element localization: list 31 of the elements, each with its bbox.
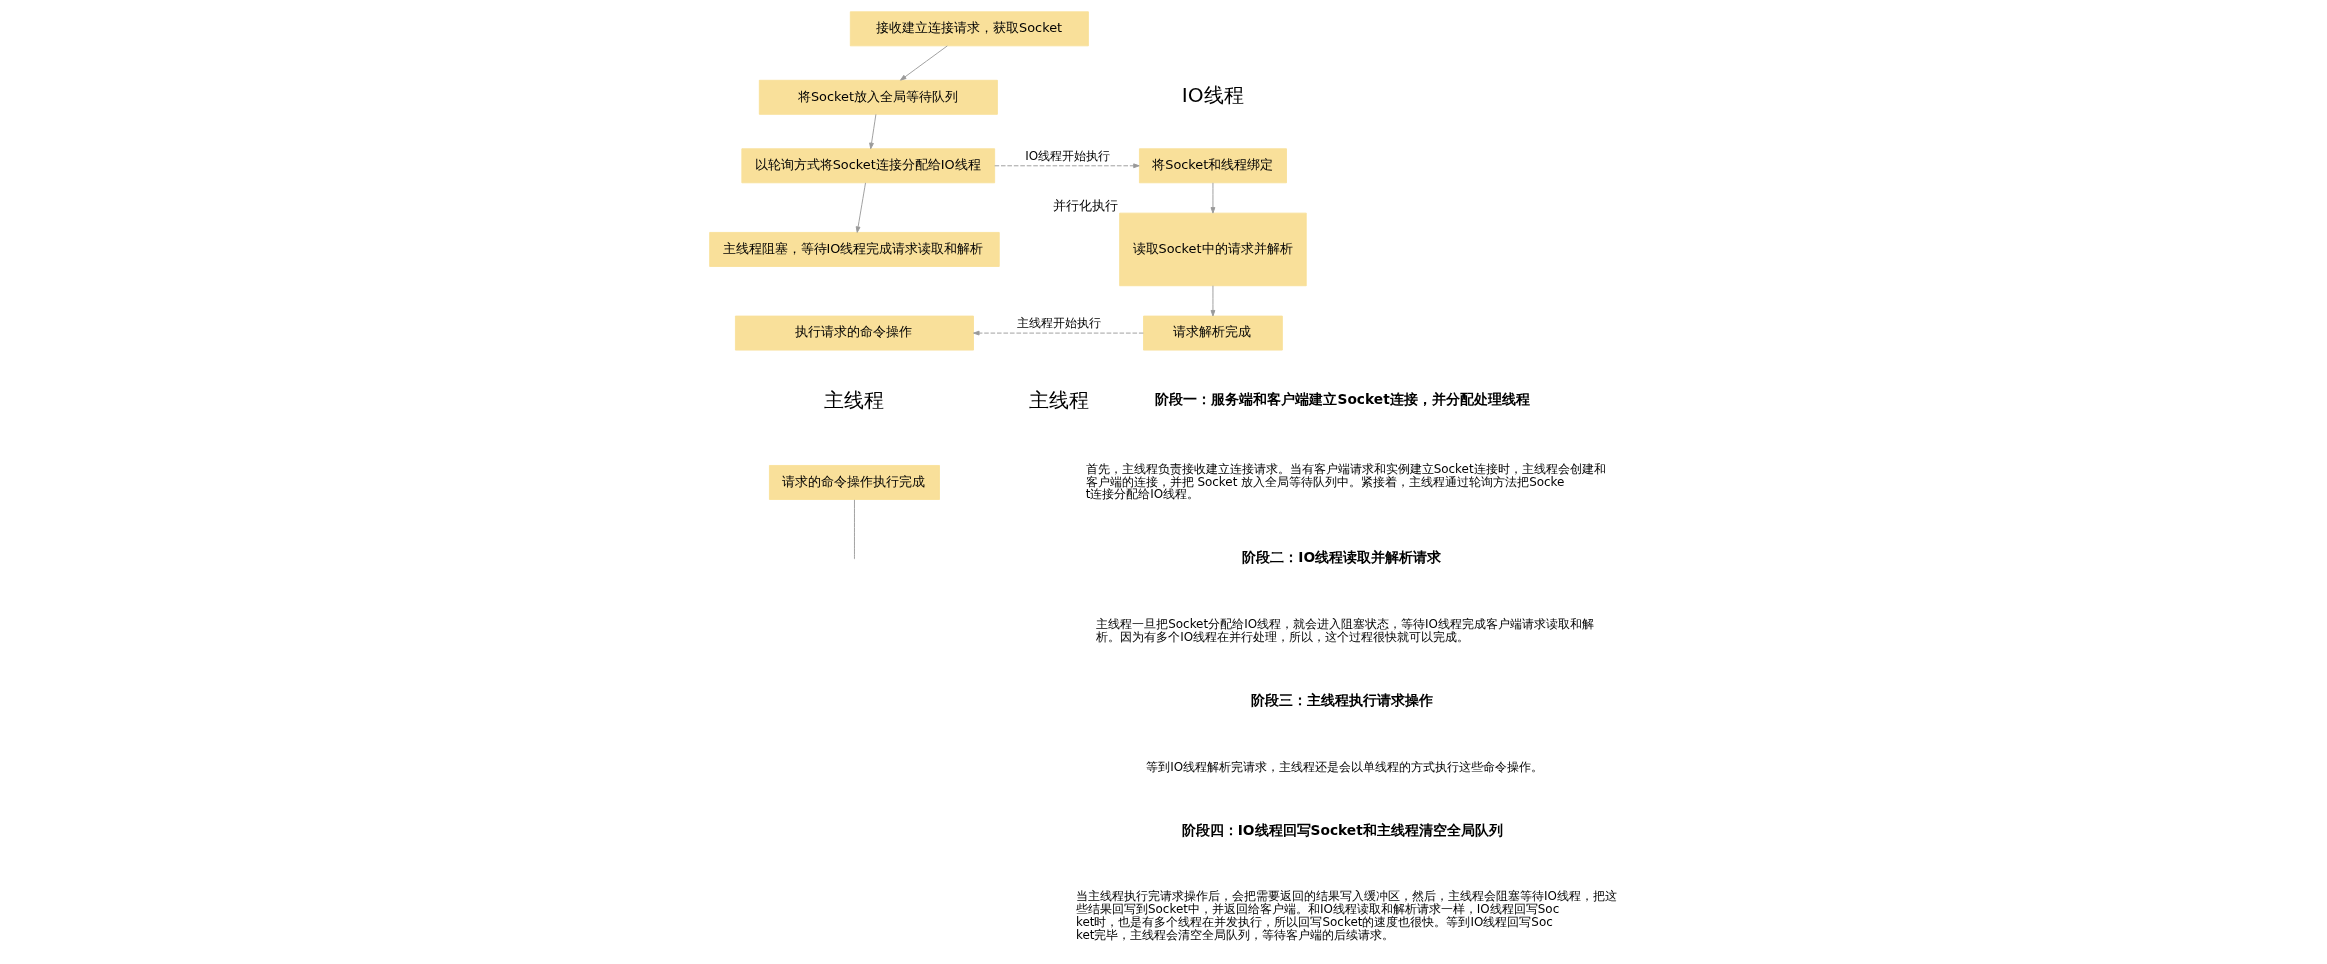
label: 当主线程执行完请求操作后，会把需要返回的结果写入缓冲区，然后，主线程会阻塞等待IO线程，把这些结果回写到Socket中，并返回给客户端。和IO线程读取和解析请求一样，IO线程回写Socket时，也是有多个线程在并发执行，所以回写Socket的速度也很快。等到IO线程回写Socket完毕，主线程会清空全局队列，等待客户端的后续请求。	[1075, 889, 1617, 942]
arrow	[993, 163, 1140, 169]
node-box: 接收建立连接请求，获取Socket	[849, 11, 1089, 47]
arrow	[868, 113, 876, 150]
node-box: 执行请求的命令操作	[734, 315, 974, 351]
label: 阶段三：主线程执行请求操作	[1250, 691, 1433, 708]
label: 主线程	[823, 387, 884, 412]
arrow	[1210, 285, 1215, 317]
node-box: 将Socket放入全局等待队列	[758, 79, 998, 115]
arrow	[899, 45, 948, 81]
node-label: 并行化执行	[1052, 197, 1118, 213]
node-box: 将Socket和线程绑定	[1138, 148, 1287, 184]
node-box: 读取Socket中的请求并解析	[1118, 212, 1307, 287]
label: 主线程一旦把Socket分配给IO线程，就会进入阻塞状态，等待IO线程完成客户端请求读取和解析。因为有多个IO线程在并行处理，所以，这个过程很快就可以完成。	[1095, 617, 1594, 644]
node-box: 以轮询方式将Socket连接分配给IO线程	[740, 148, 995, 184]
label: 阶段四：IO线程回写Socket和主线程清空全局队列	[1181, 821, 1503, 838]
node-box: 请求解析完成	[1142, 315, 1283, 351]
arrow	[972, 330, 1144, 336]
edge-label: 主线程开始执行	[1016, 316, 1101, 331]
label: 首先，主线程负责接收建立连接请求。当有客户端请求和实例建立Socket连接时，主线程会创建和客户端的连接，并把 Socket 放入全局等待队列中。紧接着，主线程通过轮询方法把Socket连接分配给IO线程。	[1085, 461, 1606, 502]
label: 等到IO线程解析完请求，主线程还是会以单线程的方式执行这些命令操作。	[1145, 759, 1543, 774]
edge-label: IO线程开始执行	[1024, 148, 1110, 163]
arrow	[1210, 182, 1215, 214]
node-box: 主线程阻塞，等待IO线程完成请求读取和解析	[708, 231, 1000, 267]
label: IO线程	[1181, 83, 1244, 108]
label: 阶段一：服务端和客户端建立Socket连接，并分配处理线程	[1155, 390, 1530, 407]
node-box: 请求的命令操作执行完成	[768, 465, 940, 500]
label: 阶段二：IO线程读取并解析请求	[1241, 549, 1441, 566]
connector	[853, 499, 855, 560]
arrow	[855, 182, 866, 233]
label: 主线程	[1028, 387, 1089, 412]
